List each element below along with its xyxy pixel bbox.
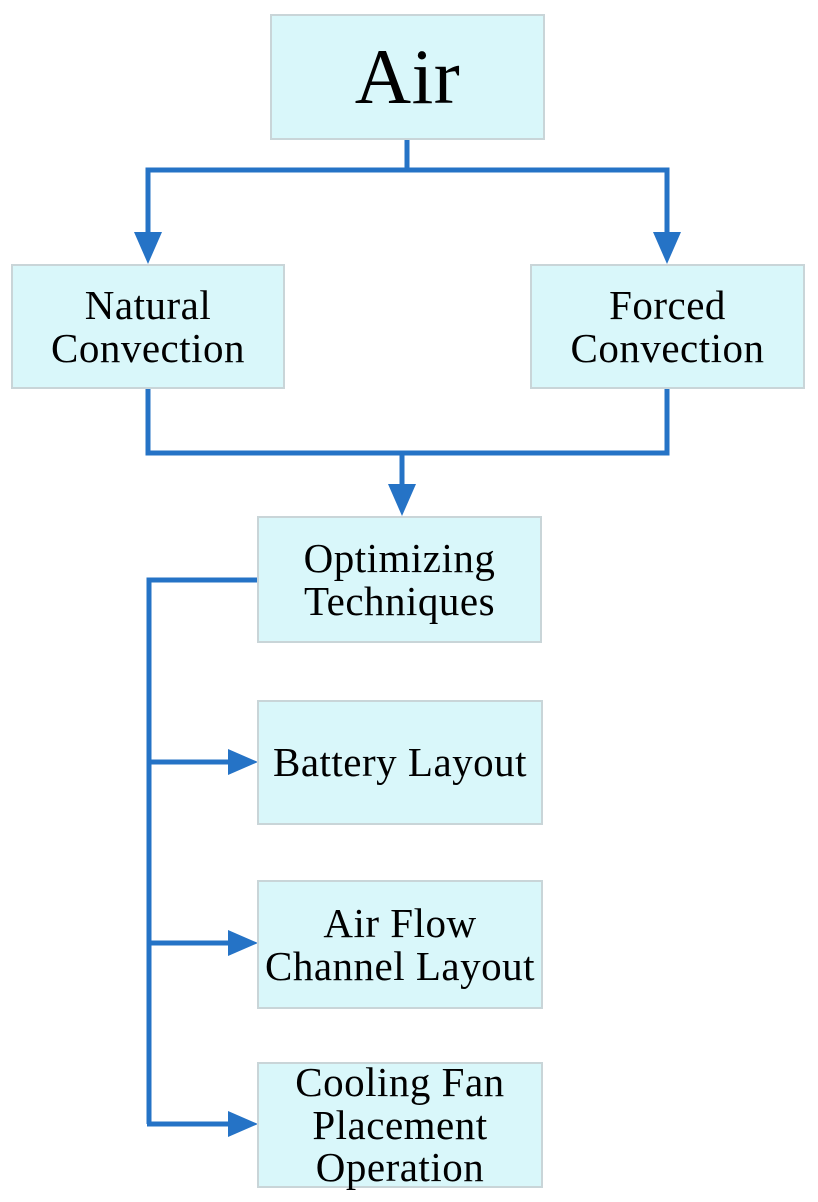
- node-air-flow-channel-layout: Air Flow Channel Layout: [257, 880, 543, 1009]
- edge-optimizing-spine: [146, 577, 258, 1137]
- node-forced-convection: Forced Convection: [530, 264, 805, 389]
- node-cooling-fan-placement-operation-label: Cooling Fan Placement Operation: [295, 1059, 505, 1191]
- node-forced-convection-label: Forced Convection: [570, 281, 765, 371]
- node-battery-layout: Battery Layout: [257, 700, 543, 825]
- edge-air-split: [134, 140, 681, 264]
- edge-merge-to-optimizing: [145, 389, 670, 516]
- edge-merge-rail: [145, 389, 670, 456]
- node-optimizing-techniques: Optimizing Techniques: [257, 516, 542, 643]
- node-natural-convection-label: Natural Convection: [50, 281, 246, 371]
- node-air-label: Air: [354, 33, 461, 120]
- arrowhead-to-cooling-fan-placement: [228, 1111, 258, 1137]
- node-air: Air: [270, 14, 545, 140]
- node-natural-convection: Natural Convection: [11, 264, 285, 389]
- edge-spine: [146, 577, 257, 1124]
- edge-air-rail: [145, 167, 670, 236]
- arrowhead-to-optimizing-techniques: [388, 484, 416, 516]
- arrowhead-to-forced-convection: [653, 232, 681, 264]
- arrowhead-to-natural-convection: [134, 232, 162, 264]
- arrowhead-to-air-flow-channel-layout: [228, 930, 258, 956]
- node-optimizing-techniques-label: Optimizing Techniques: [303, 534, 496, 624]
- arrowhead-to-battery-layout: [228, 749, 258, 775]
- node-cooling-fan-placement-operation: Cooling Fan Placement Operation: [257, 1059, 543, 1191]
- node-air-flow-channel-layout-label: Air Flow Channel Layout: [264, 899, 536, 989]
- node-battery-layout-label: Battery Layout: [272, 739, 528, 786]
